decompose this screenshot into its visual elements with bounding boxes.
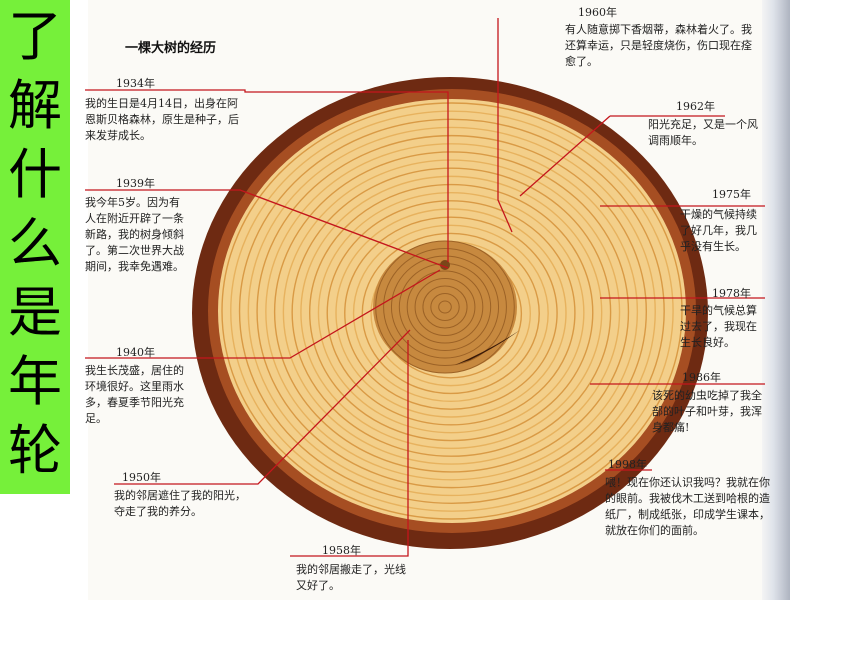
note-1962: 阳光充足，又是一个风调雨顺年。	[648, 118, 758, 147]
growth-ring	[247, 126, 656, 497]
growth-ring	[300, 175, 603, 450]
side-title-char: 么	[8, 212, 62, 275]
side-title-char: 年	[8, 350, 62, 413]
note-1975: 干燥的气候持续了好几年，我几乎没有生长。	[680, 208, 757, 253]
growth-ring	[326, 200, 576, 426]
year-1934: 1934年	[116, 77, 155, 90]
growth-ring	[352, 224, 549, 403]
year-1940: 1940年	[116, 346, 155, 359]
leader-line	[519, 115, 725, 197]
growth-ring	[308, 183, 594, 442]
growth-ring	[335, 208, 567, 418]
growth-ring	[291, 167, 612, 457]
side-title-bar	[0, 0, 70, 494]
note-1940: 我生长茂盛，居住的环境很好。这里雨水多，春夏季节阳光充足。	[85, 364, 184, 425]
side-title-char: 什	[8, 143, 62, 206]
leader-line	[114, 329, 411, 485]
growth-ring	[282, 159, 621, 465]
year-1958: 1958年	[322, 544, 361, 557]
growth-ring	[317, 191, 585, 434]
heartwood-ring	[438, 300, 452, 314]
note-1960: 有人随意掷下香烟蒂，森林着火了。我还算幸运，只是轻度烧伤，伤口现在痊愈了。	[565, 23, 752, 68]
growth-ring	[344, 216, 558, 410]
note-1958: 我的邻居搬走了，光线又好了。	[296, 563, 406, 592]
leader-line	[290, 340, 409, 557]
year-1998: 1998年	[608, 458, 647, 471]
growth-ring	[221, 102, 683, 520]
heartwood-ring	[406, 270, 484, 344]
side-title-char: 轮	[8, 419, 62, 482]
book-spine	[762, 0, 790, 600]
note-1986: 该死的幼虫吃掉了我全部的叶子和叶芽，我浑身都痛!	[652, 389, 762, 434]
heartwood-ring	[390, 255, 500, 359]
growth-ring	[238, 118, 665, 505]
heartwood-ring	[383, 248, 507, 366]
side-title-char: 解	[8, 74, 62, 137]
side-title-char: 了	[8, 5, 62, 68]
leader-line	[85, 89, 449, 262]
note-1950: 我的邻居遮住了我的阳光，夺走了我的养分。	[114, 489, 246, 518]
year-1978: 1978年	[712, 287, 751, 300]
leader-line	[85, 269, 441, 359]
leader-line	[497, 18, 513, 233]
year-1962: 1962年	[676, 100, 715, 113]
diagram-title: 一棵大树的经历	[125, 41, 217, 56]
year-1950: 1950年	[122, 471, 161, 484]
note-1939: 我今年5岁。因为有人在附近开辟了一条新路，我的树身倾斜了。第二次世界大战期间，我…	[85, 196, 184, 273]
growth-ring	[273, 151, 630, 473]
note-1978: 干旱的气候总算过去了，我现在生长良好。	[680, 304, 757, 349]
year-1939: 1939年	[116, 177, 155, 190]
growth-ring	[230, 110, 674, 512]
heartwood-ring	[414, 278, 476, 336]
side-title-char: 是	[8, 281, 62, 344]
leader-line	[85, 189, 449, 269]
note-1998: 喂！现在你还认识我吗？我就在你的眼前。我被伐木工送到哈根的造纸厂，制成纸张，印成…	[605, 476, 770, 537]
growth-ring	[361, 232, 540, 395]
year-1975: 1975年	[712, 188, 751, 201]
heartwood	[373, 241, 517, 373]
year-1960: 1960年	[578, 6, 617, 19]
note-1934: 我的生日是4月14日，出身在阿恩斯贝格森林，原生是种子，后来发芽成长。	[85, 97, 239, 142]
year-1986: 1986年	[682, 371, 721, 384]
growth-ring	[265, 143, 639, 481]
heartwood-ring	[430, 293, 460, 321]
heartwood-ring	[422, 285, 468, 329]
growth-ring	[256, 134, 648, 489]
